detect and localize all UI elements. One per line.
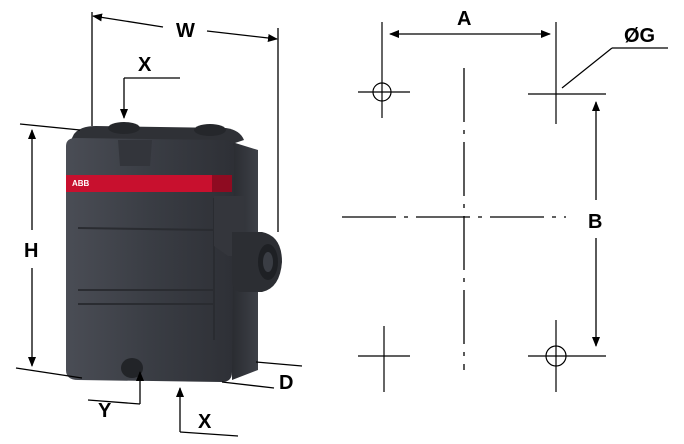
mounting-hole-bottom-right bbox=[528, 320, 606, 392]
mounting-hole-bottom-left bbox=[358, 326, 410, 392]
dimension-d: D bbox=[221, 361, 303, 394]
dimension-b: B bbox=[588, 101, 602, 347]
label-x-top: X bbox=[138, 54, 152, 76]
label-w: W bbox=[176, 20, 195, 42]
dimension-y: Y bbox=[87, 371, 144, 422]
brand-logo: ABB bbox=[72, 179, 90, 188]
label-h: H bbox=[24, 240, 38, 262]
mounting-hole-top-right bbox=[528, 22, 606, 124]
dimension-g: ØG bbox=[561, 25, 668, 89]
label-d: D bbox=[279, 372, 293, 394]
dimension-a: A bbox=[389, 8, 551, 38]
mounting-hole-top-left bbox=[358, 22, 410, 118]
label-x-bottom: X bbox=[198, 411, 212, 433]
mounting-hole-pattern: A B ØG bbox=[342, 8, 668, 392]
enclosure-view: ABB bbox=[66, 122, 282, 382]
label-a: A bbox=[457, 8, 471, 30]
label-b: B bbox=[588, 211, 602, 233]
brand-stripe bbox=[66, 175, 212, 192]
dimension-x-top: X bbox=[120, 54, 180, 119]
enclosure-front-face bbox=[66, 138, 234, 382]
top-gland-left bbox=[108, 122, 140, 134]
label-y: Y bbox=[98, 400, 112, 422]
dimension-h: H bbox=[15, 123, 83, 379]
top-gland-right bbox=[194, 124, 226, 136]
label-g: ØG bbox=[624, 25, 655, 47]
dimension-w: W bbox=[91, 12, 279, 232]
dimension-x-bottom: X bbox=[176, 387, 239, 437]
